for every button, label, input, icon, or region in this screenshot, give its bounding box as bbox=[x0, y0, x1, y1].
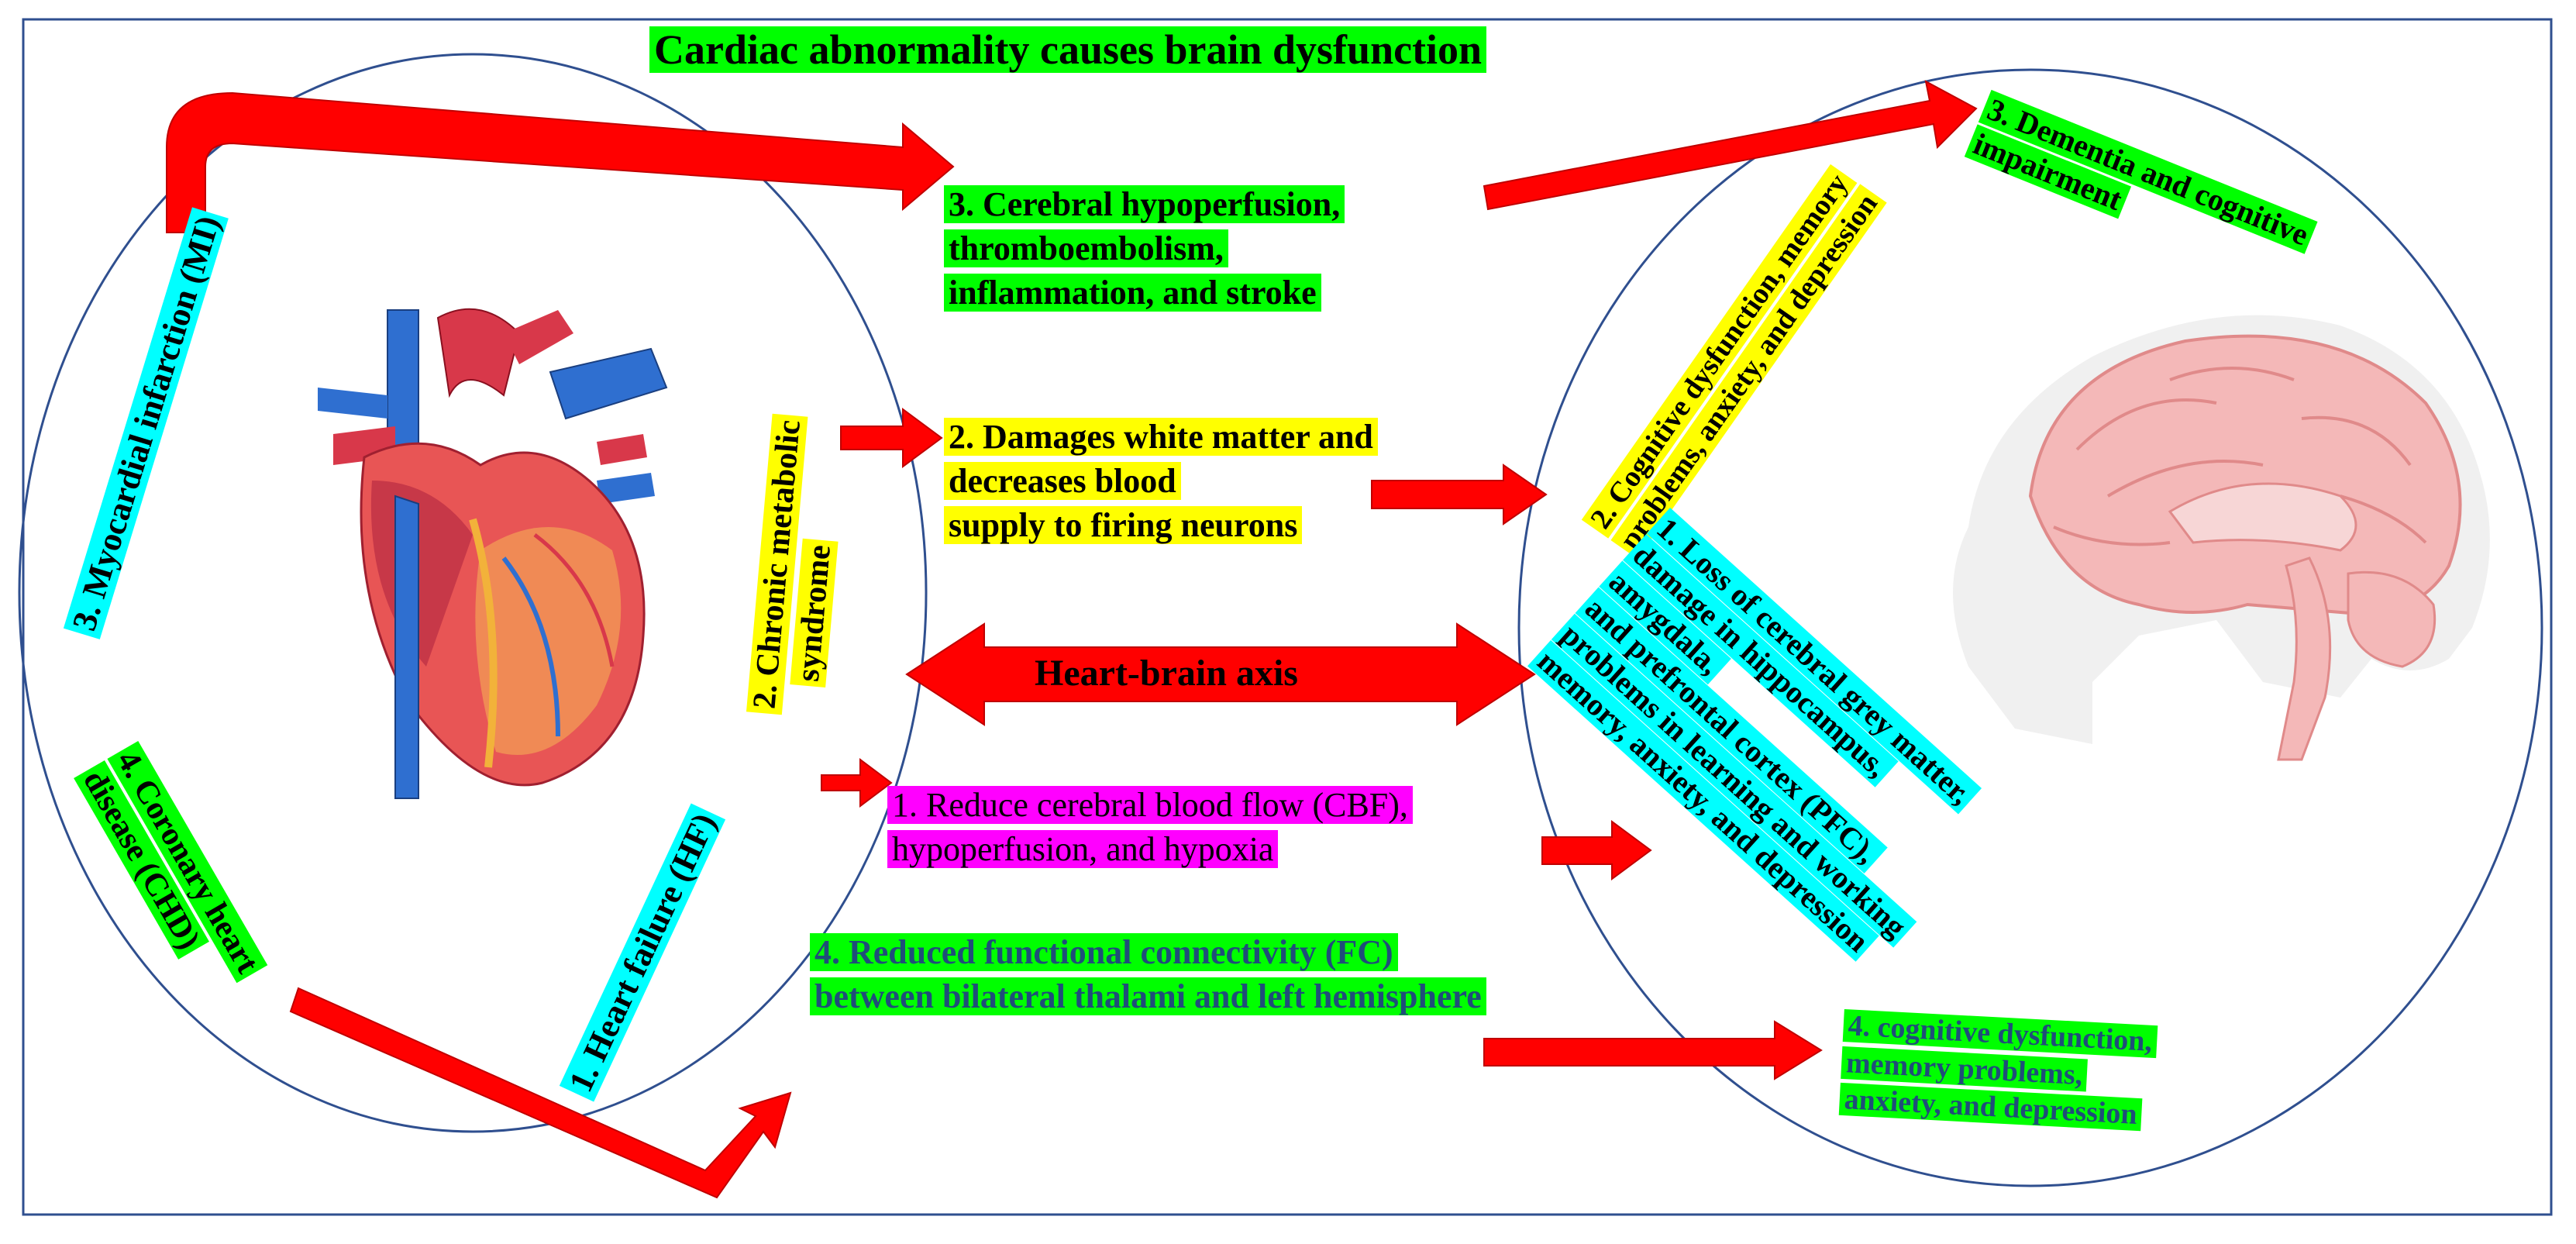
arrows bbox=[166, 80, 1978, 1199]
arrow-m1-to-o1 bbox=[1541, 820, 1652, 880]
arrow-m2-to-o2 bbox=[1371, 463, 1548, 526]
mechanism-1: 1. Reduce cerebral blood flow (CBF), hyp… bbox=[887, 783, 1413, 871]
arrow-mi-to-m3 bbox=[166, 91, 955, 233]
arrow-cms-to-m2 bbox=[840, 408, 943, 468]
mechanism-2: 2. Damages white matter and decreases bl… bbox=[944, 415, 1378, 548]
brain-circle bbox=[1517, 68, 2543, 1187]
axis-label: Heart-brain axis bbox=[1035, 653, 1298, 694]
page-title: Cardiac abnormality causes brain dysfunc… bbox=[649, 25, 1487, 76]
arrow-chd-to-m4 bbox=[289, 987, 792, 1199]
arrow-hf-to-m1 bbox=[821, 758, 893, 808]
outer-frame bbox=[22, 18, 2553, 1216]
heart-circle bbox=[18, 53, 928, 1133]
arrow-m3-to-o3 bbox=[1483, 80, 1978, 211]
mechanism-4: 4. Reduced functional connectivity (FC) … bbox=[810, 930, 1486, 1018]
mechanism-3: 3. Cerebral hypoperfusion, thromboemboli… bbox=[944, 182, 1345, 315]
brain-icon bbox=[1953, 315, 2490, 761]
outcome-4: 4. cognitive dysfunction, memory problem… bbox=[1838, 1008, 2158, 1134]
heart-icon bbox=[318, 308, 668, 799]
arrow-m4-to-o4 bbox=[1483, 1020, 1823, 1080]
axis-arrow bbox=[905, 622, 1536, 726]
